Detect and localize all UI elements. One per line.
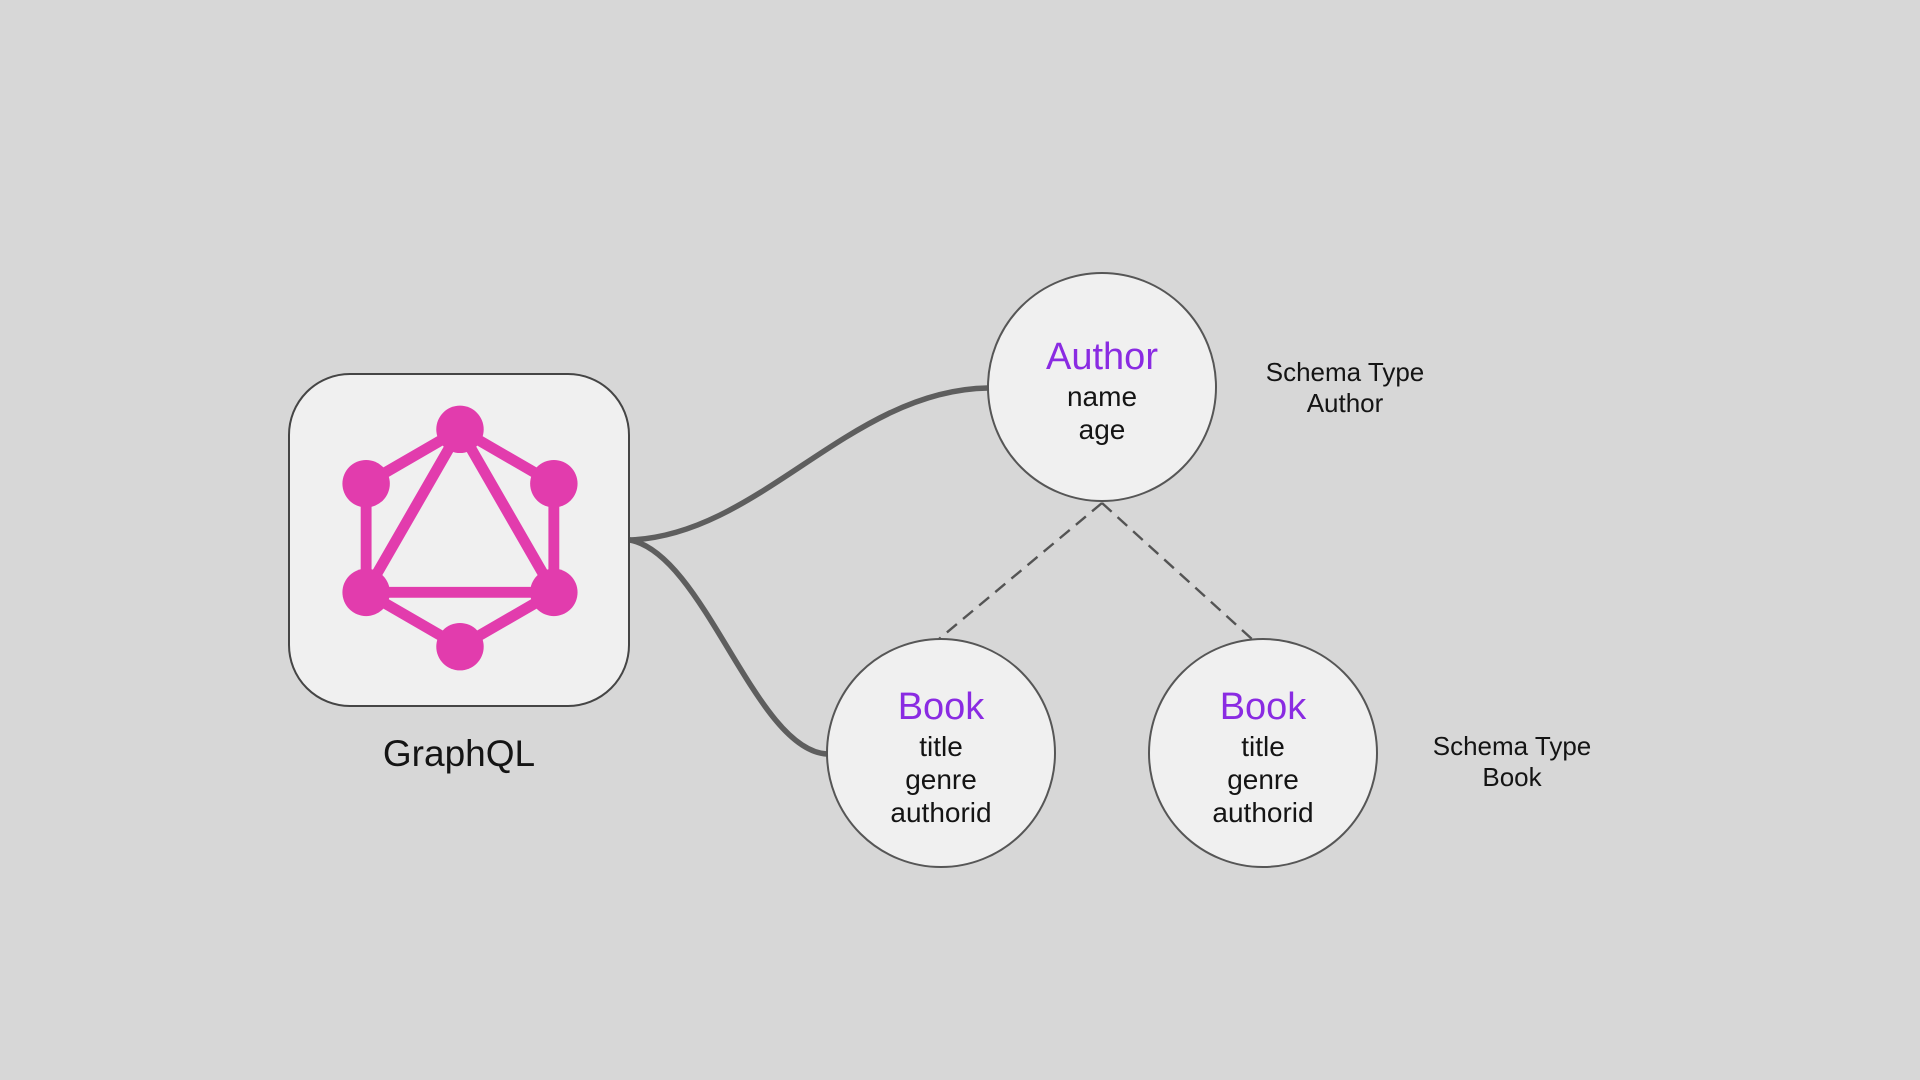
node-field-name: name: [1066, 381, 1138, 412]
schema-node-book-left: Book title genre authorid: [826, 638, 1056, 868]
node-field-authorid: authorid: [1212, 796, 1314, 828]
node-field-genre: genre: [905, 763, 977, 795]
annotation-line: Book: [1482, 762, 1542, 792]
node-field-title: title: [919, 730, 963, 762]
graphql-node: [288, 373, 630, 707]
node-field-age: age: [1078, 414, 1126, 445]
connector-graphql-to-book: [627, 537, 830, 757]
annotation-schema-type-book: Schema Type Book: [1372, 731, 1652, 793]
node-field-genre: genre: [1227, 763, 1299, 795]
node-field-authorid: authorid: [890, 796, 992, 828]
connector-graphql-to-author: [627, 385, 991, 543]
graphql-logo-vertices: [342, 405, 578, 671]
annotation-line: Schema Type: [1432, 731, 1592, 761]
node-title-book: Book: [1219, 685, 1307, 728]
schema-node-author: Author name age: [987, 272, 1217, 502]
connector-author-to-book-left: [938, 502, 1103, 640]
graphql-logo-edges: [360, 424, 560, 652]
schema-node-book-right: Book title genre authorid: [1148, 638, 1378, 868]
connector-author-to-book-right: [1101, 502, 1254, 641]
annotation-line: Author: [1306, 388, 1384, 418]
node-title-book: Book: [897, 685, 985, 728]
annotation-line: Schema Type: [1265, 357, 1425, 387]
node-title-author: Author: [1046, 336, 1158, 378]
graphql-logo-icon: [342, 405, 578, 671]
graphql-label: GraphQL: [382, 733, 536, 774]
node-field-title: title: [1241, 730, 1285, 762]
annotation-schema-type-author: Schema Type Author: [1205, 357, 1485, 419]
